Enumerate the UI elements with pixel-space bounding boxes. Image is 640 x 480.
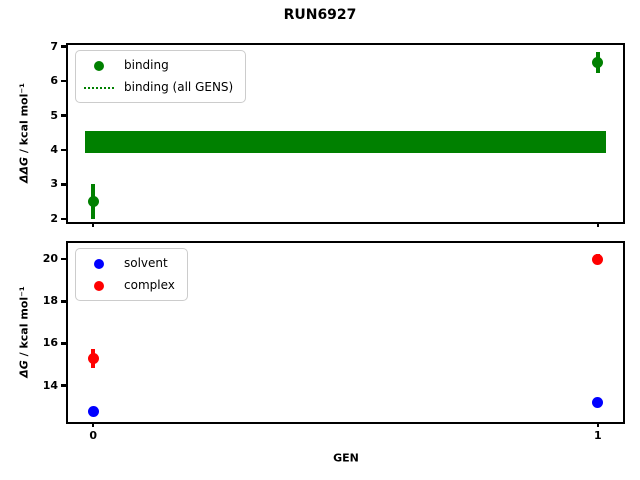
x-tick (91, 422, 95, 427)
data-point (592, 253, 604, 265)
x-tick-label: 1 (593, 429, 602, 442)
y-tick (61, 342, 66, 345)
x-tick (596, 222, 600, 227)
y-tick (61, 45, 66, 48)
legend-label: complex (124, 278, 175, 292)
data-point (87, 196, 99, 208)
x-tick (91, 222, 95, 227)
y-tick-label: 2 (50, 211, 58, 225)
dg-axes: solvent complex 14 16 18 20 0 1 (43, 241, 625, 442)
x-tick-label: 0 (89, 429, 98, 442)
y-tick-label: 6 (50, 74, 58, 88)
y-tick (61, 384, 66, 387)
circle-marker-icon (94, 60, 104, 71)
figure-title: RUN6927 (283, 7, 357, 23)
y-tick-label: 7 (50, 39, 58, 53)
y-tick (61, 79, 66, 83)
y-tick (61, 148, 66, 152)
data-point (592, 397, 604, 409)
legend-label: binding (all GENS) (124, 80, 234, 94)
y-tick-label: 3 (50, 177, 58, 191)
ddg-legend: binding binding (all GENS) (75, 50, 247, 103)
x-tick (596, 422, 600, 427)
y-tick (61, 257, 66, 261)
y-tick-label: 16 (42, 336, 58, 350)
x-axis-label: GEN (333, 451, 359, 465)
data-point (592, 56, 604, 68)
data-point (87, 352, 99, 364)
y-axis-label-unit: / kcal mol⁻¹ (17, 82, 31, 157)
legend-item-binding-all-gens: binding (all GENS) (83, 77, 233, 98)
legend-marker-cell (83, 280, 115, 291)
y-tick (61, 300, 66, 303)
all-gens-band (85, 131, 606, 154)
y-axis-label-symbol: ΔG (17, 360, 31, 378)
dg-legend: solvent complex (75, 248, 188, 301)
y-tick (61, 183, 66, 186)
legend-item-complex: complex (83, 275, 175, 296)
legend-label: solvent (124, 256, 168, 270)
y-tick-label: 14 (42, 378, 58, 392)
y-tick-label: 20 (42, 252, 58, 266)
circle-marker-icon (94, 258, 104, 269)
legend-marker-cell (83, 60, 115, 71)
legend-item-solvent: solvent (83, 253, 175, 274)
legend-marker-cell (83, 258, 115, 269)
y-tick-label: 4 (50, 143, 58, 157)
ddg-axes: binding binding (all GENS) 2 3 4 5 6 7 (50, 40, 625, 227)
legend-label: binding (124, 58, 169, 72)
data-point (87, 405, 99, 417)
legend-marker-cell (83, 86, 115, 89)
y-tick-label: 18 (42, 294, 58, 308)
dotted-line-icon (84, 86, 114, 89)
y-tick (61, 114, 66, 117)
y-tick-label: 5 (50, 108, 58, 122)
legend-item-binding: binding (83, 55, 233, 76)
y-axis-label-symbol: ΔΔG (17, 156, 31, 184)
circle-marker-icon (94, 280, 104, 291)
y-tick (61, 217, 66, 221)
y-axis-label-unit: / kcal mol⁻¹ (17, 286, 31, 361)
